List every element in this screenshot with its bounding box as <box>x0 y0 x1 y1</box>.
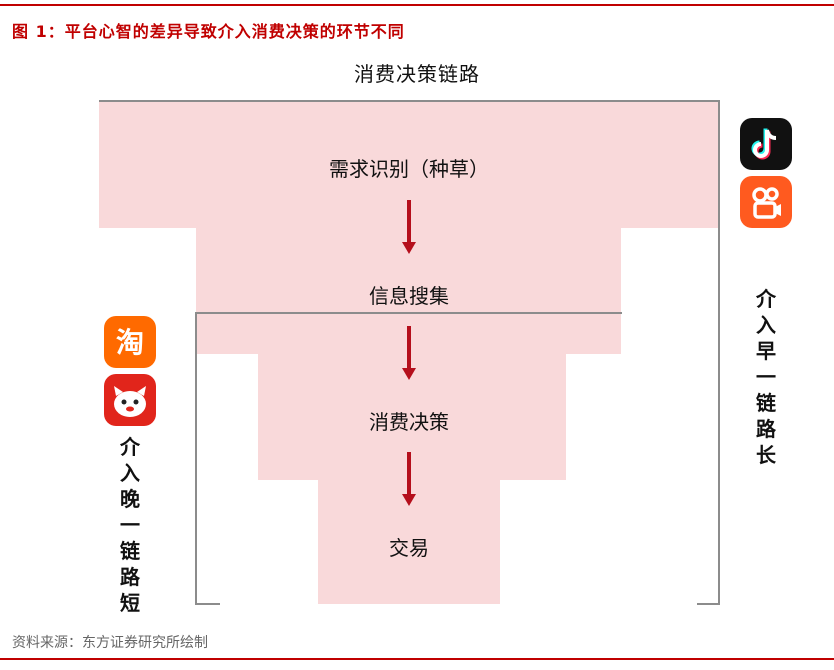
right-vertical-label: 介 入 早 一 链 路 长 <box>756 287 776 467</box>
diagram-subtitle: 消费决策链路 <box>354 62 480 86</box>
taobao-icon: 淘 <box>104 316 156 368</box>
kuaishou-icon <box>740 176 792 228</box>
stage-label-transaction: 交易 <box>389 536 429 560</box>
stage-label-info: 信息搜集 <box>369 284 449 308</box>
arrow-down-icon <box>402 326 416 380</box>
stage-label-decision: 消费决策 <box>369 410 449 434</box>
douyin-icon <box>740 118 792 170</box>
left-vertical-label: 介 入 晚 一 链 路 短 <box>120 435 140 615</box>
figure-title: 图 1：平台心智的差异导致介入消费决策的环节不同 <box>12 22 405 41</box>
jd-icon <box>104 374 156 426</box>
source-note: 资料来源：东方证券研究所绘制 <box>12 635 208 651</box>
arrow-down-icon <box>402 200 416 254</box>
stage-label-demand: 需求识别（种草） <box>329 157 489 181</box>
bottom-rule <box>0 658 834 660</box>
svg-text:淘: 淘 <box>116 326 144 359</box>
top-rule <box>0 4 834 6</box>
arrow-down-icon <box>402 452 416 506</box>
